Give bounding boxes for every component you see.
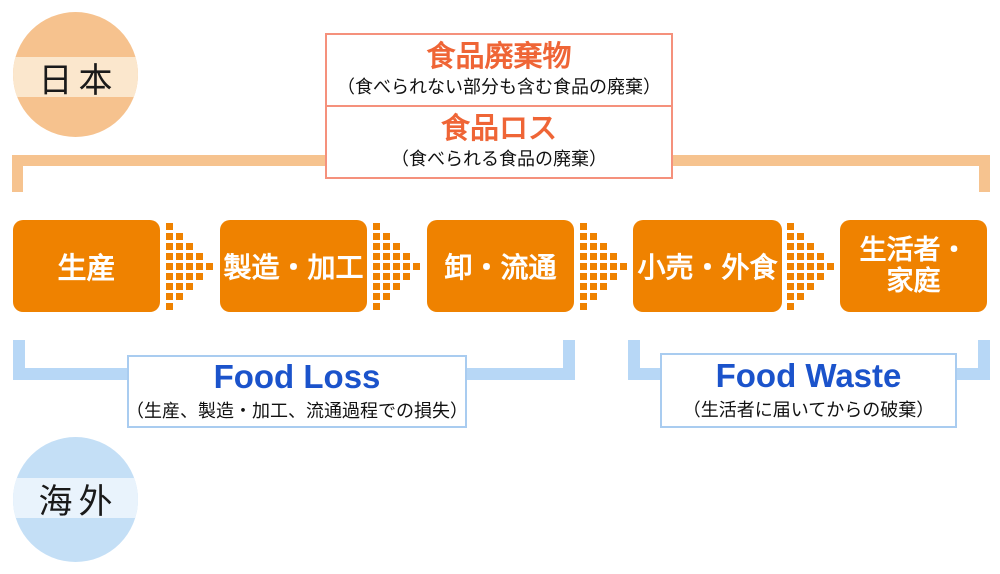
- stage-consumers-households: 生活者・家庭: [840, 220, 987, 312]
- food-waste-jp-title: 食品廃棄物: [426, 41, 572, 74]
- japan-badge-label: 日本: [38, 61, 119, 100]
- stage-retail-foodservice-label: 小売・外食: [637, 252, 778, 283]
- stage-retail-foodservice: 小売・外食: [633, 220, 782, 312]
- stage-manufacturing-label: 製造・加工: [223, 252, 364, 283]
- food-loss-term-box: Food Loss （生産、製造・加工、流通過程での損失）: [126, 355, 468, 428]
- overseas-badge-band: 海外: [13, 478, 138, 521]
- food-waste-jp-subtitle: （食べられない部分も含む食品の廃棄）: [337, 76, 661, 97]
- overseas-badge-label: 海外: [38, 482, 119, 521]
- food-loss-jp-title: 食品ロス: [440, 113, 557, 146]
- stage-consumers-line1: 生活者・: [859, 235, 968, 265]
- food-waste-term-title: Food Waste: [715, 357, 902, 395]
- stage-production-label: 生産: [57, 253, 116, 285]
- stage-production: 生産: [13, 220, 160, 312]
- food-waste-jp-definition: 食品廃棄物 （食べられない部分も含む食品の廃棄）: [327, 35, 671, 107]
- flow-arrow: [166, 222, 213, 310]
- food-loss-term-title: Food Loss: [213, 358, 381, 396]
- stage-manufacturing: 製造・加工: [220, 220, 367, 312]
- stage-consumers-households-label: 生活者・家庭: [860, 235, 968, 297]
- flow-arrow: [373, 222, 420, 310]
- food-loss-jp-definition: 食品ロス （食べられる食品の廃棄）: [327, 107, 671, 177]
- overseas-badge: 海外: [13, 437, 138, 562]
- stage-wholesale-distribution: 卸・流通: [427, 220, 574, 312]
- japan-badge: 日本: [13, 12, 138, 137]
- japan-terms-box: 食品廃棄物 （食べられない部分も含む食品の廃棄） 食品ロス （食べられる食品の廃…: [325, 33, 673, 179]
- japan-badge-band: 日本: [13, 57, 138, 100]
- stage-consumers-line2: 家庭: [886, 266, 941, 296]
- flow-arrow: [580, 222, 627, 310]
- flow-arrow: [787, 222, 834, 310]
- food-waste-term-box: Food Waste （生活者に届いてからの破棄）: [660, 353, 957, 428]
- food-waste-term-subtitle: （生活者に届いてからの破棄）: [682, 399, 935, 420]
- food-loss-term-subtitle: （生産、製造・加工、流通過程での損失）: [126, 400, 468, 421]
- stage-wholesale-distribution-label: 卸・流通: [444, 252, 557, 283]
- food-loss-jp-subtitle: （食べられる食品の廃棄）: [391, 148, 607, 169]
